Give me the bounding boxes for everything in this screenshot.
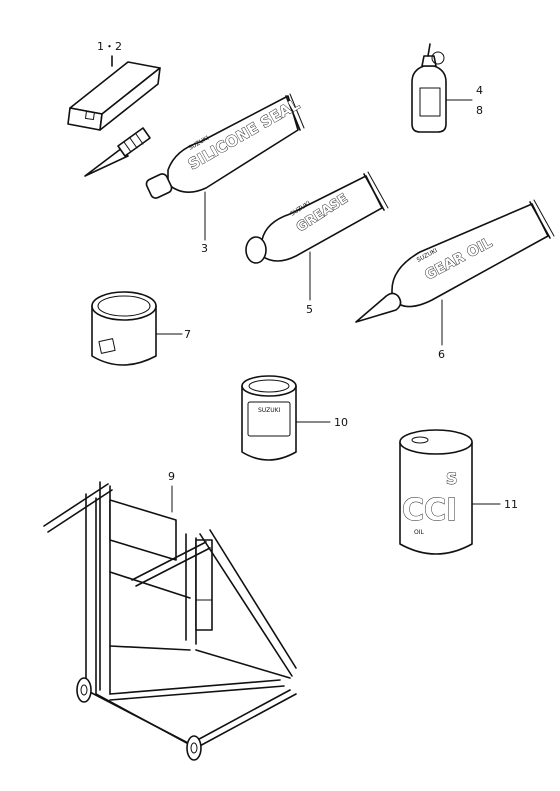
part-7-tin-can xyxy=(91,291,183,366)
callout-4: 4 xyxy=(476,84,483,97)
part-6-gear-oil-tube: GEAR OIL SUZUKI xyxy=(355,199,555,346)
part-1-2-block-and-brush xyxy=(67,55,161,177)
callout-9: 9 xyxy=(168,470,175,483)
callout-7: 7 xyxy=(184,328,191,341)
cci-oil-label: OIL xyxy=(414,529,424,536)
callout-10: 10 xyxy=(334,416,348,429)
cci-s-mark: S xyxy=(446,469,458,488)
callout-11: 11 xyxy=(504,498,518,511)
part-11-cci-oil-can: S CCI OIL xyxy=(399,429,501,555)
cci-big-label: CCI xyxy=(402,493,457,528)
callout-6: 6 xyxy=(438,348,445,361)
callout-labels: 1・2 3 4 8 5 6 7 9 10 11 xyxy=(97,40,518,511)
part-5-grease-tube: GREASE SUZUKI xyxy=(245,171,389,301)
callout-5: 5 xyxy=(306,303,313,316)
callout-3: 3 xyxy=(201,242,208,255)
small-can-brand: SUZUKI xyxy=(258,407,281,414)
part-4-8-oil-bottle xyxy=(411,43,473,133)
callout-1-2: 1・2 xyxy=(97,40,122,53)
callout-8: 8 xyxy=(476,104,483,117)
part-10-small-can: SUZUKI xyxy=(241,375,331,461)
part-9-motor-stand xyxy=(43,481,297,761)
